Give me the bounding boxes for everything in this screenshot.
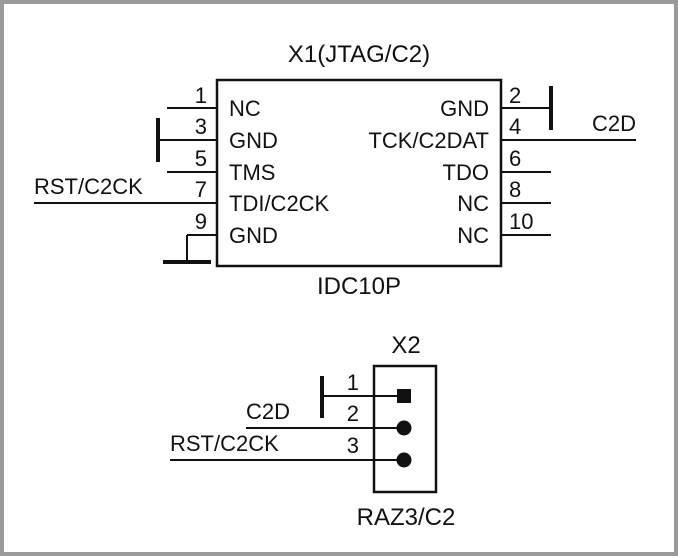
x1-pin-num-7: 7 (195, 177, 207, 202)
x1-part-label: IDC10P (317, 273, 401, 300)
x1-pin-name-1: NC (229, 96, 261, 121)
x1-designator: X1(JTAG/C2) (288, 41, 430, 68)
x2-net-label-rst-c2ck: RST/C2CK (170, 431, 279, 456)
x1-body (215, 78, 503, 268)
x1-net-label-rst-c2ck: RST/C2CK (34, 174, 143, 199)
x1-pin-name-5: TMS (229, 160, 275, 185)
x1-pin-name-6: TDO (443, 160, 489, 185)
x1-pin-name-4: TCK/C2DAT (368, 128, 489, 153)
x1-pin-num-1: 1 (195, 83, 207, 108)
x1-pin-name-2: GND (440, 96, 489, 121)
x1-pin-name-8: NC (457, 191, 489, 216)
x1-pin-name-3: GND (229, 128, 278, 153)
x1-pin-num-6: 6 (509, 146, 521, 171)
x2-pin-1-square-pad (397, 389, 411, 403)
x1-pin-name-9: GND (229, 223, 278, 248)
x1-pin-num-5: 5 (195, 146, 207, 171)
x2-pin-3-round-pad (396, 452, 412, 468)
x2-net-label-c2d: C2D (246, 399, 290, 424)
x1-pin-name-10: NC (457, 223, 489, 248)
x2-designator: X2 (391, 332, 420, 359)
x1-pin-num-4: 4 (509, 114, 521, 139)
x1-net-label-c2d: C2D (592, 111, 636, 136)
x1-pin-num-10: 10 (509, 209, 533, 234)
x1-pin-num-3: 3 (195, 114, 207, 139)
x1-pin-num-8: 8 (509, 177, 521, 202)
x2-pin-num-3: 3 (347, 433, 359, 458)
x1-pin-num-2: 2 (509, 83, 521, 108)
x1-pin-name-7: TDI/C2CK (229, 191, 330, 216)
x1-pin-num-9: 9 (195, 209, 207, 234)
x2-pin-2-round-pad (396, 420, 412, 436)
x2-pin-num-1: 1 (347, 370, 359, 395)
x2-pin-num-2: 2 (347, 401, 359, 426)
x2-part-label: RAZ3/C2 (357, 504, 456, 531)
